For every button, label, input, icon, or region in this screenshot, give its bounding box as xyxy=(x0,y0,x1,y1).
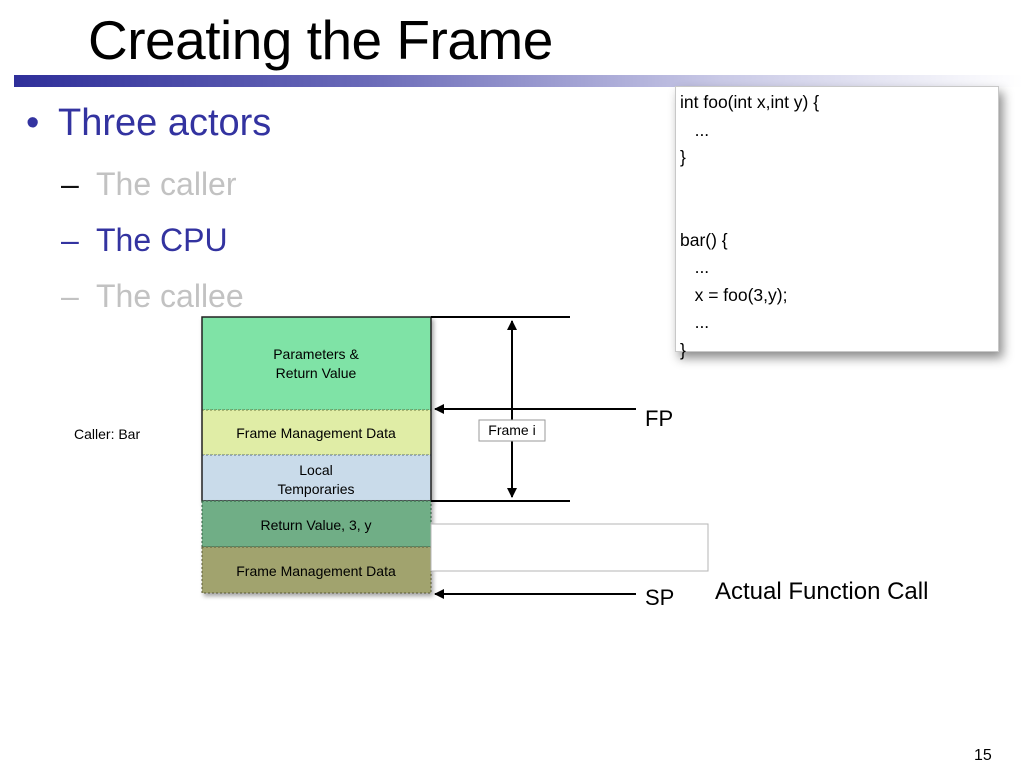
frame-label-box xyxy=(478,419,546,442)
sub-bullet-text: The CPU xyxy=(96,222,228,258)
page-number: 15 xyxy=(974,747,992,764)
fmd-bottom-label: Frame Management Data xyxy=(236,563,396,579)
code-line: bar() { xyxy=(680,229,728,250)
locals-label-line2: Temporaries xyxy=(277,481,354,497)
sub-bullet-cpu: –The CPU xyxy=(61,222,228,259)
locals-label-line1: Local xyxy=(299,462,332,478)
frame-label: Frame i xyxy=(488,422,535,438)
title-underline-bar xyxy=(14,75,1023,87)
code-line xyxy=(680,199,998,227)
code-listing: int foo(int x,int y) { ... } bar() { ...… xyxy=(675,86,999,360)
caller-label: Caller: Bar xyxy=(74,426,140,442)
code-line: } xyxy=(680,339,686,360)
bullet-text: Three actors xyxy=(58,102,272,144)
sub-bullet-callee: –The callee xyxy=(61,278,244,315)
slide-title: Creating the Frame xyxy=(88,9,553,71)
code-line: int foo(int x,int y) { xyxy=(680,92,820,112)
locals-block xyxy=(201,454,432,502)
bullet-three-actors: • Three actors xyxy=(26,102,271,145)
sp-label: SP xyxy=(645,585,674,610)
code-line: x = foo(3,y); xyxy=(680,284,788,305)
fmd-label: Frame Management Data xyxy=(236,425,396,441)
code-line: } xyxy=(680,147,686,167)
sub-bullet-marker: – xyxy=(61,166,79,202)
caller-frame-group xyxy=(201,316,432,502)
empty-slot-box xyxy=(430,523,709,572)
callee-setup-group xyxy=(201,500,432,594)
code-line xyxy=(680,172,998,200)
sub-bullet-caller: –The caller xyxy=(61,166,237,203)
code-line: ... xyxy=(680,312,710,332)
sub-bullet-marker: – xyxy=(61,278,79,314)
params-label-line2: Return Value xyxy=(276,365,357,381)
code-line: ... xyxy=(680,257,710,277)
bullet-marker: • xyxy=(26,102,40,144)
params-block xyxy=(201,316,432,411)
actual-function-call-caption: Actual Function Call xyxy=(715,578,929,605)
sub-bullet-text: The callee xyxy=(96,278,244,314)
frame-management-block-bottom xyxy=(201,546,432,594)
fp-label: FP xyxy=(645,406,673,431)
code-line: ... xyxy=(680,119,710,140)
sub-bullet-text: The caller xyxy=(96,166,237,202)
params-label-line1: Parameters & xyxy=(273,346,359,362)
sub-bullet-marker: – xyxy=(61,222,79,258)
return-value-label: Return Value, 3, y xyxy=(260,517,371,533)
